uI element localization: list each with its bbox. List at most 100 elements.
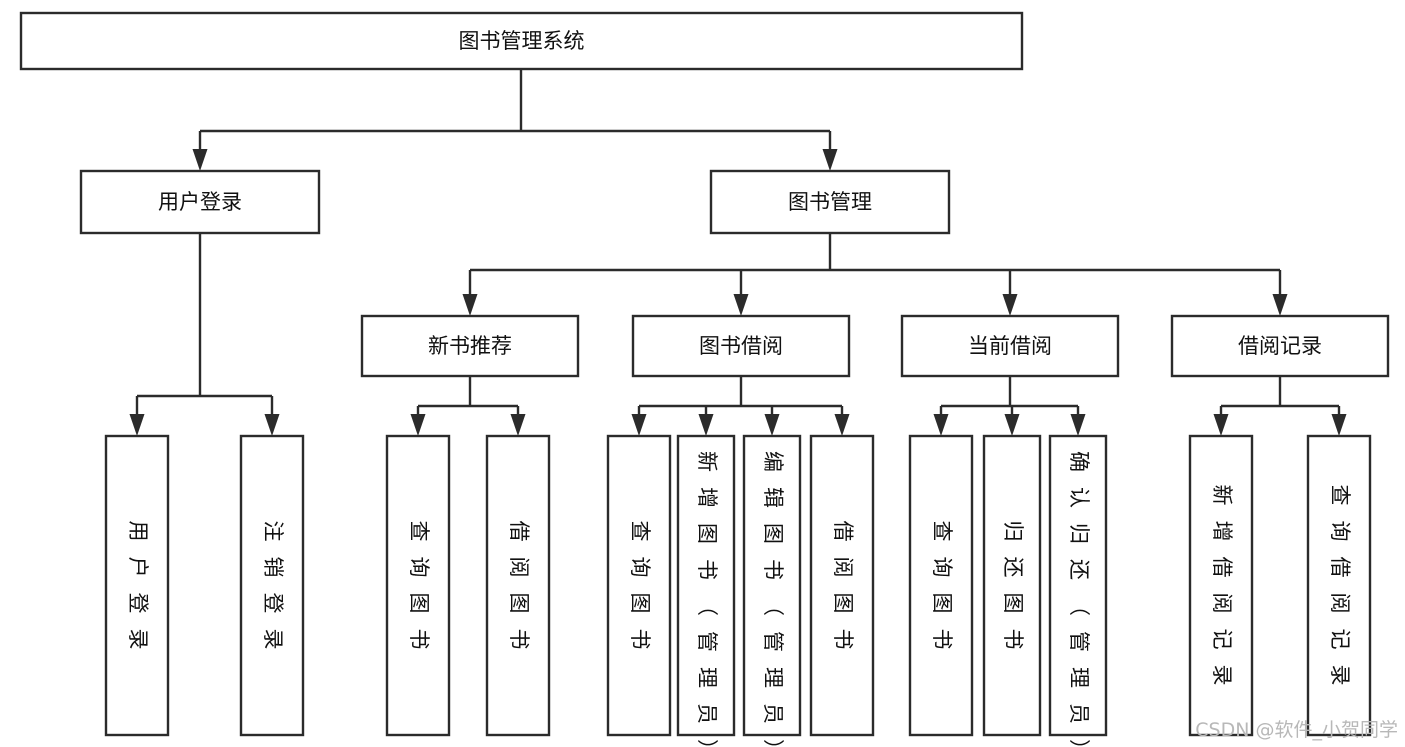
connector-user-login [129,233,280,436]
node-label-char: 确 [1067,451,1091,473]
node-label-char: 注 [261,521,285,543]
node-box-leaf-rec-add [1188,434,1254,737]
node-box-leaf-borrow-edit [742,434,802,737]
node-book-manage[interactable]: 图书管理 [709,169,951,235]
node-user-login[interactable]: 用户登录 [79,169,321,235]
node-label-char: 用 [126,521,150,543]
connector-borrow-record [1213,376,1347,436]
node-label-char: 记 [1328,629,1352,651]
node-box-leaf-user-login [104,434,170,737]
node-label-char: 图 [831,593,855,615]
connector-book-borrow [631,376,850,436]
node-label-char: 增 [1210,521,1234,543]
edges-layer [129,69,1347,436]
node-label-char: 书 [930,629,954,651]
node-label-char: 理 [695,667,719,689]
node-box-borrow-record [1170,314,1390,378]
connector-root [192,69,838,171]
node-label-char: 理 [761,667,785,689]
node-label-char: 认 [1067,487,1091,509]
node-label-char: 书 [507,629,531,651]
node-leaf-cur-query[interactable]: 查询图书查询图书 [908,0,974,737]
node-box-user-login [79,169,321,235]
node-label-char: 书 [1001,629,1025,651]
node-label-char: ） [761,739,785,747]
node-label-char: 书 [695,559,719,581]
node-box-leaf-borrow-do [809,434,875,737]
node-box-current-borrow [900,314,1120,378]
node-label-char: ） [1067,739,1091,747]
node-label-char: 编 [761,451,785,473]
node-leaf-rec-query[interactable]: 查询图书查询图书 [385,0,451,737]
connector-book-manage [462,233,1288,316]
node-label-char: 辑 [761,487,785,509]
node-leaf-logout[interactable]: 注销登录注销登录 [239,0,305,737]
node-label-char: 销 [261,557,285,579]
node-label-char: 阅 [1328,593,1352,615]
node-label-book-manage: 图书管理 [788,190,872,214]
node-new-book-rec[interactable]: 新书推荐 [360,314,580,378]
node-current-borrow[interactable]: 当前借阅 [900,314,1120,378]
node-label-char: 员 [695,703,719,725]
node-box-book-manage [709,169,951,235]
node-label-char: 查 [407,521,431,543]
node-box-leaf-rec-query [385,434,451,737]
node-label-char: 记 [1210,629,1234,651]
node-book-borrow[interactable]: 图书借阅 [631,314,851,378]
node-leaf-borrow-query[interactable]: 查询图书查询图书 [606,0,672,737]
node-label-new-book-rec: 新书推荐 [428,334,512,358]
node-label-char: 查 [1328,485,1352,507]
node-label-char: 阅 [507,557,531,579]
node-label-char: 借 [1210,557,1234,579]
node-leaf-user-login[interactable]: 用户登录用户登录 [104,0,170,737]
node-box-leaf-cur-confirm [1048,434,1108,737]
node-borrow-record[interactable]: 借阅记录 [1170,314,1390,378]
node-label-char: 归 [1001,521,1025,543]
node-root[interactable]: 图书管理系统 [19,11,1024,71]
node-label-char: 还 [1067,559,1091,581]
node-leaf-rec-borrow[interactable]: 借阅图书借阅图书 [485,0,551,737]
node-leaf-borrow-do[interactable]: 借阅图书借阅图书 [809,0,875,737]
node-label-char: 新 [695,451,719,473]
node-label-char: ） [695,739,719,747]
node-label-char: 图 [930,593,954,615]
node-box-leaf-borrow-add [676,434,736,737]
node-label-char: （ [695,595,719,617]
node-label-char: 图 [507,593,531,615]
node-label-char: 书 [761,559,785,581]
node-leaf-cur-return[interactable]: 归还图书归还图书 [982,0,1042,737]
node-box-leaf-cur-query [908,434,974,737]
node-label-root: 图书管理系统 [459,29,585,53]
node-label-char: 图 [628,593,652,615]
node-label-char: 增 [695,487,719,509]
node-label-char: 查 [628,521,652,543]
node-box-leaf-borrow-query [606,434,672,737]
node-label-char: 录 [126,629,150,651]
node-label-char: 管 [761,631,785,653]
node-label-char: 书 [831,629,855,651]
node-label-char: 阅 [831,557,855,579]
connector-new-book-rec [410,376,526,436]
node-leaf-rec-add[interactable]: 新增借阅记录新增借阅记录 [1188,0,1254,737]
node-label-char: 图 [695,523,719,545]
node-label-char: 理 [1067,667,1091,689]
node-label-char: 录 [1328,665,1352,687]
node-label-char: 书 [407,629,431,651]
node-label-char: 登 [261,593,285,615]
node-label-char: 查 [930,521,954,543]
node-label-char: 录 [261,629,285,651]
node-label-char: 录 [1210,665,1234,687]
node-box-leaf-cur-return [982,434,1042,737]
node-leaf-rec-query2[interactable]: 查询借阅记录查询借阅记录 [1306,0,1372,737]
node-label-char: 还 [1001,557,1025,579]
node-label-char: 管 [695,631,719,653]
node-label-char: 户 [126,557,150,579]
node-label-char: 图 [407,593,431,615]
node-label-char: 询 [628,557,652,579]
node-label-char: 管 [1067,631,1091,653]
node-label-char: 借 [507,521,531,543]
